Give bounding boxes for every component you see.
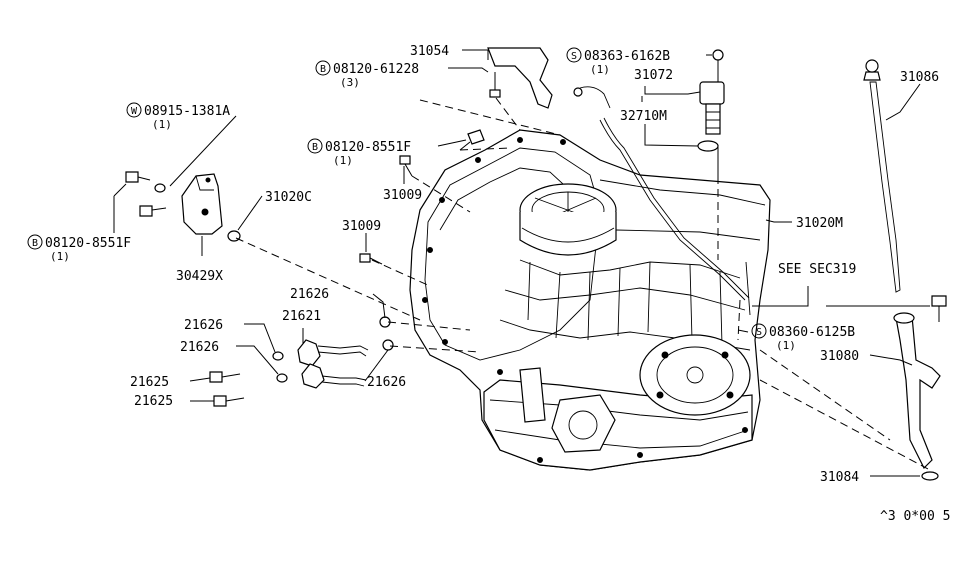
label-31084: 31084 — [820, 470, 859, 485]
leader-lines — [113, 49, 930, 477]
qty-08120-8551f-top: (1) — [333, 154, 353, 167]
label-21626-c: 21626 — [180, 340, 219, 355]
qty-08363-6162b: (1) — [590, 63, 610, 76]
bracket-31054 — [487, 47, 553, 109]
label-08360-6125b: 08360-6125B — [769, 325, 855, 340]
label-08120-8551f-top: 08120-8551F — [325, 140, 411, 155]
washer-mark: W — [131, 106, 138, 117]
oil-cooler-lines — [209, 316, 394, 407]
label-08363-6162b: 08363-6162B — [584, 49, 670, 64]
label-31072: 31072 — [634, 68, 673, 83]
qty-08120-61228: (3) — [340, 76, 360, 89]
part-labels: 31054 08120-61228 (3) 08363-6162B (1) 31… — [45, 44, 950, 524]
label-31009-a: 31009 — [383, 188, 422, 203]
bolts-08120-8551f-left — [125, 171, 167, 217]
label-08120-8551f-left: 08120-8551F — [45, 236, 131, 251]
bolt-08120-8551f-top — [459, 129, 485, 151]
transmission-assembly-drawing — [409, 117, 771, 471]
label-08915-1381a: 08915-1381A — [144, 104, 230, 119]
label-31086: 31086 — [900, 70, 939, 85]
solenoid-31072 — [699, 81, 725, 135]
label-21625-a: 21625 — [130, 375, 169, 390]
assembly-dashed-lines — [235, 97, 931, 471]
label-see-sec319: SEE SEC319 — [778, 262, 856, 277]
bolt-08120-61228 — [489, 72, 501, 98]
qty-08915-1381a: (1) — [152, 118, 172, 131]
screw-mark: S — [571, 51, 577, 62]
label-21626-d: 21626 — [367, 375, 406, 390]
label-31020m: 31020M — [796, 216, 843, 231]
oring-31084 — [921, 471, 939, 481]
label-21625-b: 21625 — [134, 394, 173, 409]
bracket-30429x — [181, 173, 223, 235]
label-31020c: 31020C — [265, 190, 312, 205]
bolt-mark: B — [312, 142, 318, 153]
label-30429x: 30429X — [176, 269, 223, 284]
qty-08360-6125b: (1) — [776, 339, 796, 352]
dipstick-31086 — [863, 59, 901, 293]
label-21626-b: 21626 — [184, 318, 223, 333]
bolt-mark: B — [320, 64, 326, 75]
label-32710m: 32710M — [620, 109, 667, 124]
label-31054: 31054 — [410, 44, 449, 59]
label-21621: 21621 — [282, 309, 321, 324]
label-08120-61228: 08120-61228 — [333, 62, 419, 77]
qty-08120-8551f-left: (1) — [50, 250, 70, 263]
vent-hose — [573, 86, 611, 109]
label-31080: 31080 — [820, 349, 859, 364]
filler-tube-31080 — [893, 312, 941, 470]
bolt-08360-6125b — [931, 295, 947, 322]
washer-08915 — [154, 183, 166, 193]
symbol-marks: B S W B B S — [27, 47, 767, 339]
label-21626-a: 21626 — [290, 287, 329, 302]
diagram-code: ^3 0*00 5 — [880, 509, 950, 524]
bolts-31009 — [359, 155, 413, 265]
housing-bolts — [422, 137, 748, 463]
bolt-mark: B — [32, 238, 38, 249]
screw-mark: S — [756, 327, 762, 338]
label-31009-b: 31009 — [342, 219, 381, 234]
screw-08363-6162b — [712, 49, 724, 74]
oring-32710m — [697, 140, 719, 152]
